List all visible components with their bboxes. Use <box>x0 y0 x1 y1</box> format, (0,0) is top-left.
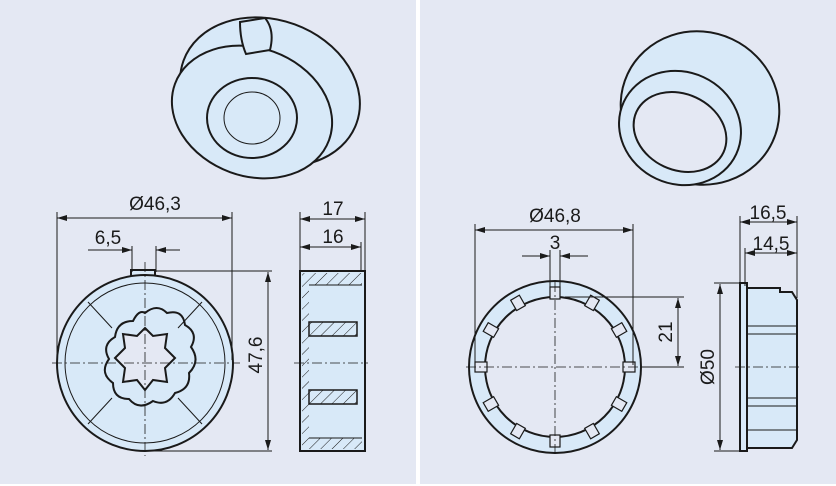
ring-tooth <box>509 422 527 440</box>
ring-tooth <box>482 395 500 413</box>
dim-right-body-length: 14,5 <box>753 234 790 255</box>
ring-tooth <box>482 321 500 339</box>
left-part-front-view <box>52 262 240 456</box>
left-part-3d-view <box>170 16 361 180</box>
left-front-dimensions: Ø46,3 6,5 47,6 <box>56 194 272 452</box>
ring-tooth <box>583 294 601 312</box>
right-part-3d-view <box>618 30 781 187</box>
dim-right-flange-diameter: Ø50 <box>698 349 719 385</box>
ring-tooth <box>583 422 601 440</box>
dim-left-total-length: 17 <box>322 199 343 220</box>
dim-left-body-length: 16 <box>322 227 343 248</box>
left-part-side-section: 17 16 <box>294 199 368 452</box>
dim-right-outer-diameter: Ø46,8 <box>529 206 581 227</box>
dim-right-key-width: 3 <box>550 233 561 254</box>
dim-left-key-width: 6,5 <box>95 228 121 249</box>
dim-right-total-length: 16,5 <box>750 203 787 224</box>
right-part-side-view: Ø50 16,5 14,5 <box>698 203 800 452</box>
ring-tooth <box>610 321 628 339</box>
dim-left-outer-diameter: Ø46,3 <box>129 194 181 215</box>
ring-tooth <box>509 294 527 312</box>
right-part-front-view <box>466 280 650 456</box>
dim-right-key-offset: 21 <box>656 321 677 342</box>
right-front-dimensions: Ø46,8 3 21 <box>474 206 684 368</box>
ring-tooth <box>610 395 628 413</box>
dim-left-height: 47,6 <box>246 337 267 374</box>
